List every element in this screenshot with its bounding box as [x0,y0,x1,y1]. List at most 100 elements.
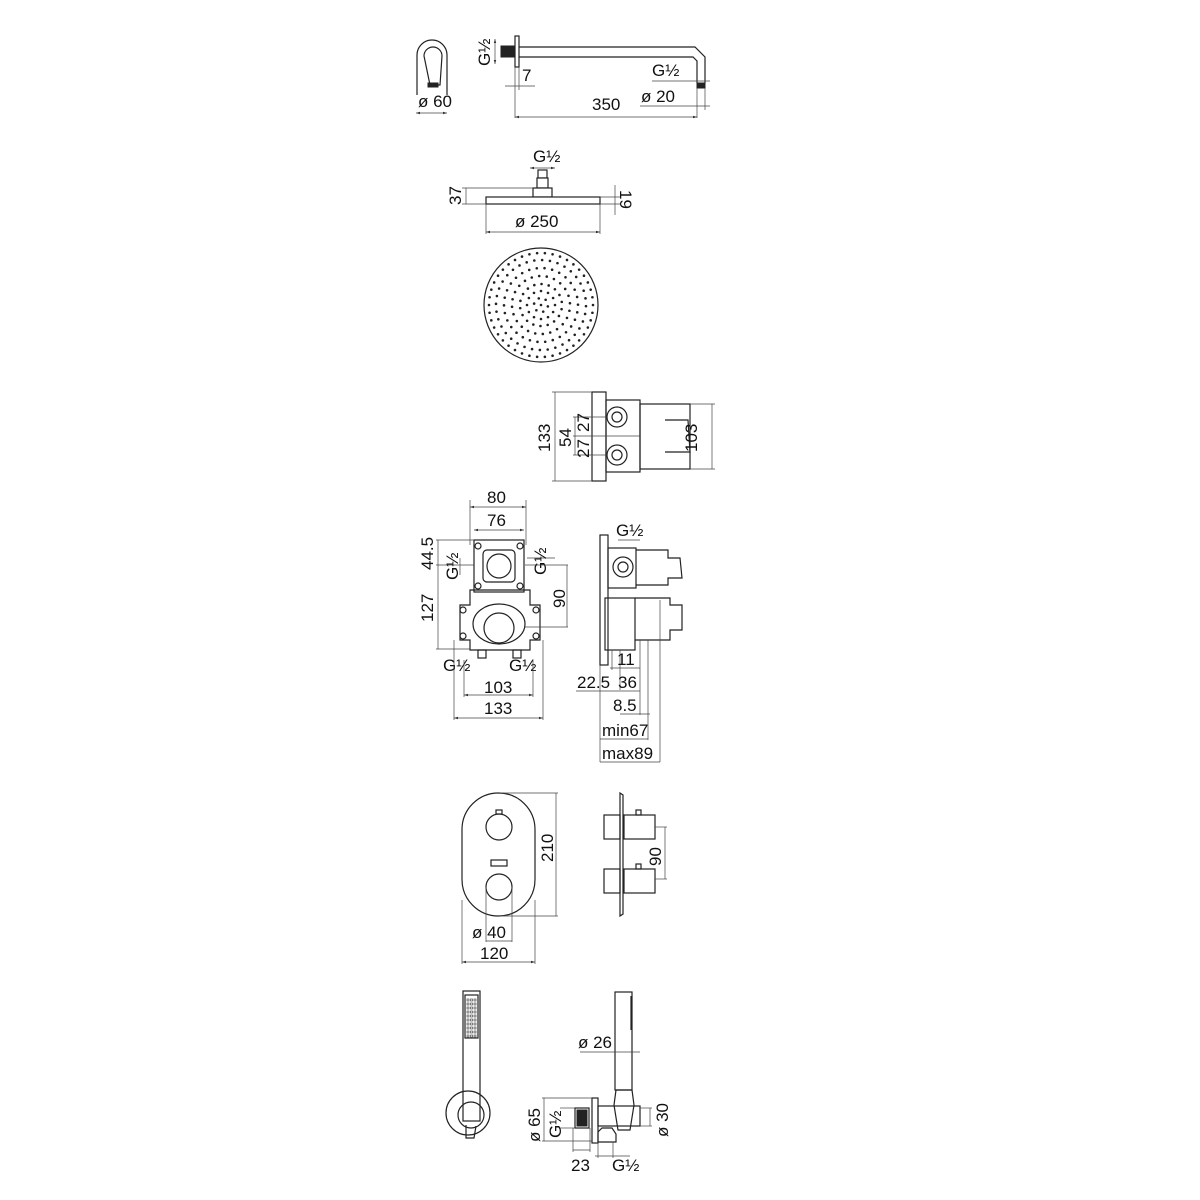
nozzle-dot [510,305,514,309]
nozzle-dot [490,319,493,322]
nozzle-dot [558,352,562,355]
nozzle-dot [565,258,569,262]
dim-inlet-spacing: 54 [556,428,575,447]
nozzle-dot [466,1010,470,1014]
nozzle-dot [586,326,590,329]
nozzle-dot [558,335,562,339]
nozzle-dot [546,305,550,308]
mixer-box-front-view: 80 76 44.5 127 G½ G½ 90 G½ G½ 103 133 [418,488,569,720]
nozzle-dot [528,354,531,357]
dim-plate-height: 210 [538,834,557,862]
dim-half-bottom: 27 [574,439,593,458]
trim-plate-front-view: 210 ø 40 120 [461,792,558,964]
nozzle-dot [577,268,581,271]
nozzle-dot [470,1010,473,1014]
nozzle-dot [473,1030,477,1034]
dim-plate-thickness: 19 [616,190,635,209]
nozzle-dot [573,318,577,322]
nozzle-dot [473,1034,477,1038]
nozzle-dot [507,344,510,347]
dim-handle-dia: ø 26 [578,1033,612,1052]
nozzle-dot [537,274,541,278]
nozzle-dot [564,330,568,334]
dim-flange-dia: ø 60 [418,92,452,111]
dim-head-diameter: ø 250 [515,212,558,231]
dim-half-top: 27 [574,413,593,432]
nozzle-dot [577,339,581,342]
nozzle-dot [557,271,561,275]
nozzle-dot [550,268,554,272]
nozzle-dot [492,326,496,329]
mixer-box-side-view: 133 54 27 27 103 [535,391,715,482]
nozzle-dot [551,253,554,256]
nozzle-dot [466,1014,470,1018]
nozzle-dot [521,313,524,317]
nozzle-dot [526,287,530,290]
nozzle-dot [515,331,518,335]
shower-head-side-view: G½ 37 19 ø 250 [446,147,635,234]
nozzle-dot [501,339,505,342]
nozzle-dot [509,337,513,341]
nozzle-dot [539,289,543,293]
nozzle-dot [495,310,498,313]
nozzle-dot [466,998,470,1002]
dim-outlet-dia: ø 20 [641,87,675,106]
wall-flange-side [416,39,448,95]
nozzle-dot [511,297,514,301]
dim-max-depth: max89 [602,744,653,763]
shower-head-top-view [483,247,599,363]
nozzle-dot [513,348,517,352]
nozzle-dot [509,282,513,285]
nozzle-dot [466,1030,470,1034]
nozzle-dot [548,331,552,334]
nozzle-dot [533,332,537,335]
nozzle-dot [527,310,531,314]
nozzle-dot [532,315,536,319]
nozzle-dot [546,323,549,327]
nozzle-dot [500,325,503,328]
nozzle-dot [539,317,543,321]
nozzle-dot [543,251,547,255]
nozzle-dot [528,338,532,342]
nozzle-dot [523,279,527,283]
nozzle-dot [515,319,519,323]
nozzle-dot [546,291,550,295]
nozzle-dot [509,325,513,329]
nozzle-dot [565,348,569,352]
nozzle-dot [589,288,592,291]
nozzle-dot [466,1022,470,1026]
nozzle-dot [521,292,525,296]
nozzle-dot [504,331,508,335]
nozzle-dot [575,295,579,299]
nozzle-dot [497,287,501,290]
nozzle-dot [568,309,571,313]
nozzle-dot [470,1014,473,1018]
nozzle-dot [591,303,595,307]
nozzle-dot [547,284,550,287]
nozzle-dot [569,325,573,328]
nozzle-dot [525,261,528,264]
nozzle-dot [584,297,587,300]
dim-total-width: 133 [484,699,512,718]
dim-profile-thread: G½ [616,521,643,540]
dim-thread-bottom-left: G½ [443,656,470,675]
nozzle-dot [555,327,559,331]
dim-head-height: 37 [446,186,465,205]
nozzle-dot [546,315,550,319]
nozzle-dot [517,284,521,288]
nozzle-dot [533,283,536,287]
dim-flange-thickness: 7 [522,66,531,85]
nozzle-dot [572,344,575,347]
nozzle-dot [576,303,580,306]
nozzle-dot [584,304,588,308]
nozzle-dot [563,265,566,268]
dim-thread-right: G½ [531,548,550,575]
nozzle-dot [558,293,561,297]
nozzle-dot [518,264,521,267]
nozzle-dot [572,263,575,266]
nozzle-dot [535,308,538,312]
nozzle-dot [548,259,552,263]
nozzle-dot [567,338,571,342]
nozzle-dot [516,342,519,345]
